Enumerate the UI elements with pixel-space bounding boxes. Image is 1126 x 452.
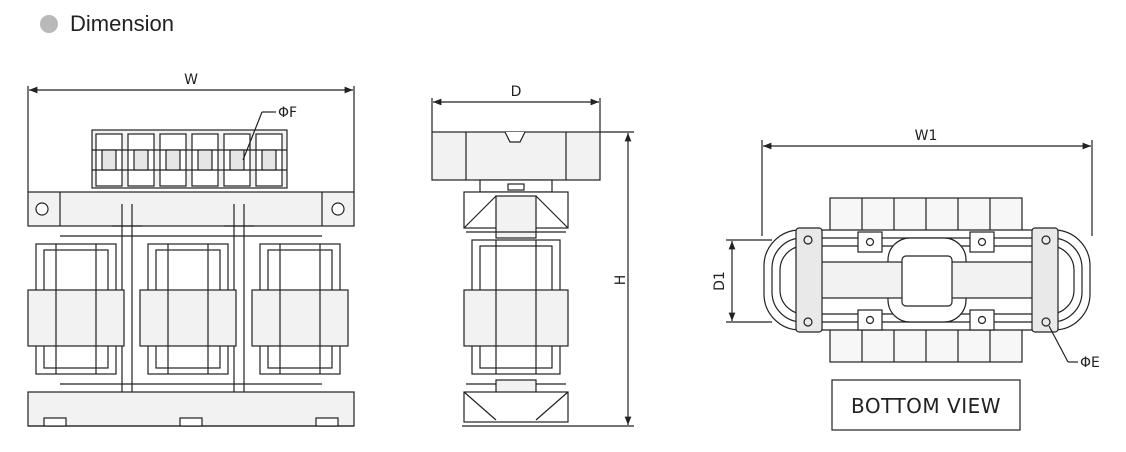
height-label: H [613, 275, 629, 286]
depth1-label: D1 [712, 271, 728, 291]
bottom-view-caption: BOTTOM VIEW [851, 394, 1001, 418]
coil-middle [139, 243, 237, 375]
hole-e-label: ΦE [1080, 355, 1100, 371]
mounting-hole-icon [35, 202, 49, 216]
width1-label: W1 [915, 128, 938, 144]
top-yoke [27, 191, 355, 227]
depth-label: D [511, 84, 522, 100]
side-view [431, 98, 634, 427]
section-title: Dimension [70, 11, 174, 36]
coil-left [27, 243, 125, 375]
bottom-view-caption-box [831, 379, 1021, 431]
hole-f-label: ΦF [278, 105, 297, 121]
width-label: W [184, 72, 198, 88]
bullet-icon [40, 15, 58, 33]
section-header: Dimension [40, 8, 174, 40]
mounting-hole-icon [331, 202, 345, 216]
coil-right [251, 243, 349, 375]
front-view [27, 86, 355, 427]
bottom-view [726, 140, 1093, 431]
terminal-block [91, 129, 288, 189]
